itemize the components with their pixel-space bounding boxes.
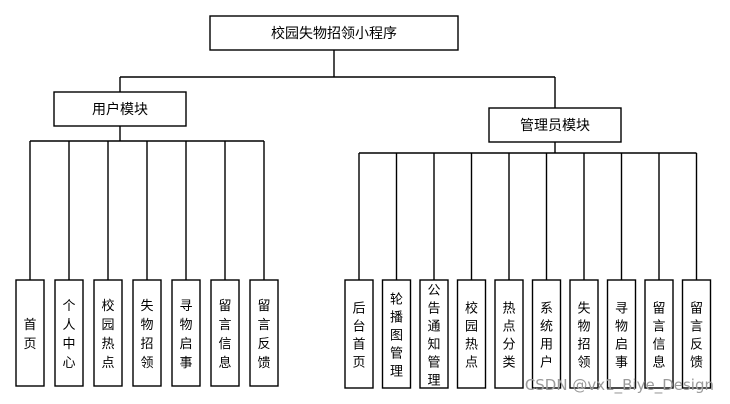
admin-module-label: 管理员模块: [520, 118, 590, 134]
child-label: 留言反馈: [690, 301, 703, 370]
child-label: 寻物启事: [615, 301, 628, 370]
child-node: 系统用户: [531, 279, 562, 389]
root-node: 校园失物招领小程序: [209, 15, 459, 51]
child-node: 失物招领: [132, 279, 162, 387]
child-node: 寻物启事: [171, 279, 201, 387]
child-node: 留言反馈: [249, 279, 279, 387]
child-label: 失物招领: [140, 299, 153, 371]
child-label: 轮播图管理: [390, 292, 403, 379]
root-connectors: [119, 50, 556, 108]
child-label: 个人中心: [62, 299, 75, 371]
child-node: 校园热点: [93, 279, 123, 387]
child-node: 个人中心: [54, 279, 84, 387]
child-label: 热点分类: [502, 301, 515, 370]
child-label: 校园热点: [465, 300, 478, 370]
child-node: 留言信息: [644, 279, 674, 389]
child-node: 失物招领: [569, 279, 599, 389]
child-label: 公告通知管理: [427, 283, 440, 388]
user-module-children: 首页 个人中心 校园热点 失物招领 寻物启事 留言信息 留言反馈: [15, 126, 279, 387]
child-label: 校园热点: [101, 298, 114, 371]
child-label: 留言信息: [652, 301, 665, 370]
child-node: 留言反馈: [681, 279, 712, 389]
admin-module-node: 管理员模块: [488, 107, 622, 143]
child-label: 失物招领: [577, 301, 590, 370]
child-label: 留言反馈: [257, 299, 270, 371]
child-node: 首页: [15, 279, 45, 387]
watermark: CSDN @vx1_Biye_Design: [525, 376, 714, 395]
child-node: 校园热点: [456, 279, 487, 389]
root-label: 校园失物招领小程序: [271, 25, 397, 42]
user-module-label: 用户模块: [92, 101, 148, 118]
user-module-node: 用户模块: [53, 91, 187, 127]
admin-module-children: 后台首页 轮播图管理 公告通知管理 校园热点 热点分类 系统用户 失物招领 寻物启事 留言信息 留…: [344, 142, 712, 389]
child-node: 寻物启事: [606, 279, 637, 389]
child-label: 系统用户: [540, 301, 553, 370]
child-node: 轮播图管理: [381, 279, 412, 389]
child-label: 后台首页: [352, 301, 365, 370]
child-label: 寻物启事: [179, 299, 192, 371]
child-node: 热点分类: [494, 279, 524, 389]
child-node: 后台首页: [344, 279, 374, 389]
child-node: 公告通知管理: [419, 279, 449, 389]
child-label: 首页: [23, 318, 36, 352]
child-label: 留言信息: [218, 299, 231, 371]
child-node: 留言信息: [210, 279, 240, 387]
